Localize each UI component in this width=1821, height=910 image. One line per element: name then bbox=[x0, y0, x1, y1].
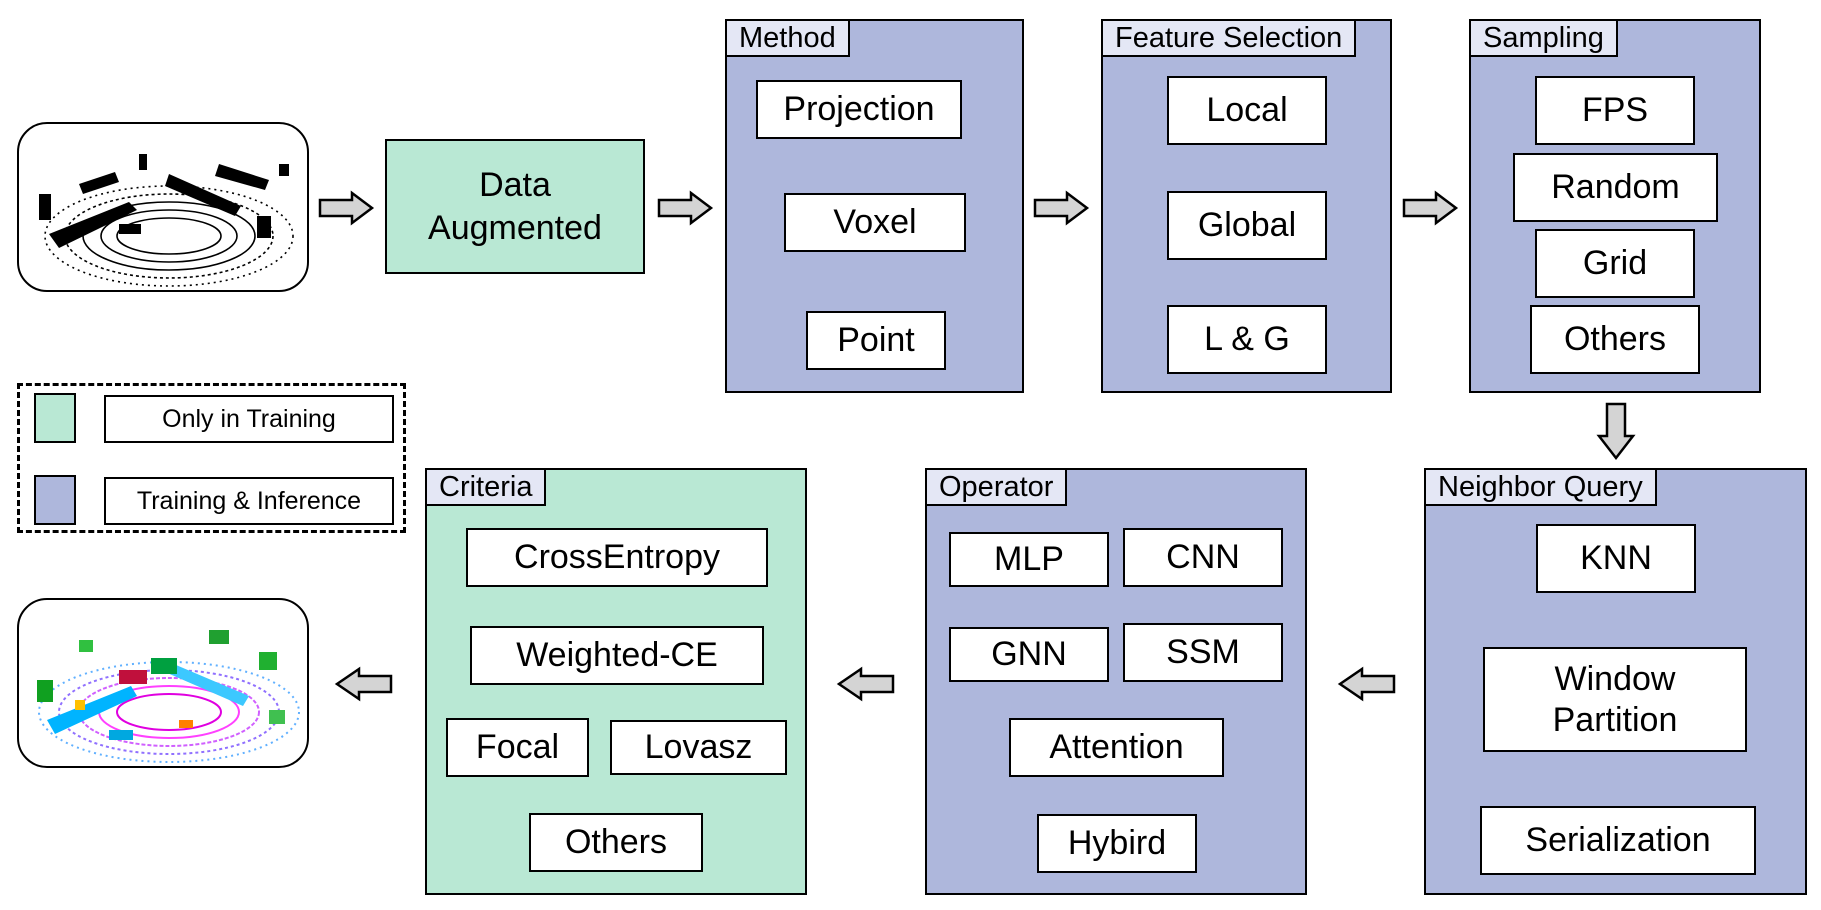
sampling-item: Random bbox=[1513, 153, 1718, 222]
neighbor-query-item: KNN bbox=[1536, 524, 1696, 593]
sampling-panel: Sampling FPS Random Grid Others bbox=[1469, 19, 1761, 393]
sampling-item: FPS bbox=[1535, 76, 1695, 145]
method-panel: Method Projection Voxel Point bbox=[725, 19, 1024, 393]
output-point-cloud-image bbox=[17, 598, 309, 768]
neighbor-query-panel: Neighbor Query KNN Window Partition Seri… bbox=[1424, 468, 1807, 895]
operator-item: CNN bbox=[1123, 528, 1283, 587]
legend: Only in Training Training & Inference bbox=[17, 383, 406, 533]
criteria-item: Others bbox=[529, 813, 703, 872]
window-partition-line2: Partition bbox=[1552, 700, 1678, 739]
sampling-item: Others bbox=[1530, 305, 1700, 374]
criteria-panel: Criteria CrossEntropy Weighted-CE Focal … bbox=[425, 468, 807, 895]
arrow-left-icon bbox=[836, 666, 895, 702]
operator-item: SSM bbox=[1123, 623, 1283, 682]
operator-title: Operator bbox=[925, 468, 1068, 506]
arrow-right-icon bbox=[1402, 190, 1459, 226]
feature-selection-panel: Feature Selection Local Global L & G bbox=[1101, 19, 1392, 393]
operator-item: GNN bbox=[949, 627, 1109, 682]
feature-selection-item: Local bbox=[1167, 76, 1327, 145]
operator-item: Hybird bbox=[1037, 814, 1197, 873]
data-augmented-box: Data Augmented bbox=[385, 139, 645, 274]
legend-label-training-inference: Training & Inference bbox=[104, 477, 394, 525]
criteria-item: Focal bbox=[446, 718, 589, 777]
operator-panel: Operator MLP CNN GNN SSM Attention Hybir… bbox=[925, 468, 1307, 895]
method-title: Method bbox=[725, 19, 850, 57]
operator-item: MLP bbox=[949, 532, 1109, 587]
grayscale-point-cloud-icon bbox=[39, 154, 294, 287]
criteria-title: Criteria bbox=[425, 468, 547, 506]
neighbor-query-item: Serialization bbox=[1480, 806, 1756, 875]
criteria-item: Weighted-CE bbox=[470, 626, 764, 685]
method-item: Projection bbox=[756, 80, 962, 139]
legend-label-training-only: Only in Training bbox=[104, 395, 394, 443]
neighbor-query-title: Neighbor Query bbox=[1424, 468, 1657, 506]
sampling-item: Grid bbox=[1535, 229, 1695, 298]
method-item: Point bbox=[806, 311, 946, 370]
segmented-point-cloud-icon bbox=[37, 630, 300, 763]
data-augmented-line1: Data bbox=[479, 166, 551, 204]
method-item: Voxel bbox=[784, 193, 966, 252]
window-partition-line1: Window bbox=[1554, 659, 1676, 698]
operator-item: Attention bbox=[1009, 718, 1224, 777]
data-augmented-line2: Augmented bbox=[428, 208, 602, 247]
criteria-item: Lovasz bbox=[610, 720, 787, 775]
sampling-title: Sampling bbox=[1469, 19, 1618, 57]
legend-swatch-training-inference bbox=[34, 475, 76, 525]
arrow-left-icon bbox=[1337, 666, 1396, 702]
arrow-left-icon bbox=[334, 666, 393, 702]
legend-swatch-training-only bbox=[34, 393, 76, 443]
feature-selection-item: Global bbox=[1167, 191, 1327, 260]
feature-selection-title: Feature Selection bbox=[1101, 19, 1357, 57]
arrow-right-icon bbox=[318, 190, 375, 226]
neighbor-query-item-window-partition: Window Partition bbox=[1483, 647, 1747, 752]
arrow-down-icon bbox=[1596, 402, 1636, 461]
criteria-item: CrossEntropy bbox=[466, 528, 768, 587]
feature-selection-item: L & G bbox=[1167, 305, 1327, 374]
arrow-right-icon bbox=[657, 190, 714, 226]
input-point-cloud-image bbox=[17, 122, 309, 292]
arrow-right-icon bbox=[1033, 190, 1090, 226]
